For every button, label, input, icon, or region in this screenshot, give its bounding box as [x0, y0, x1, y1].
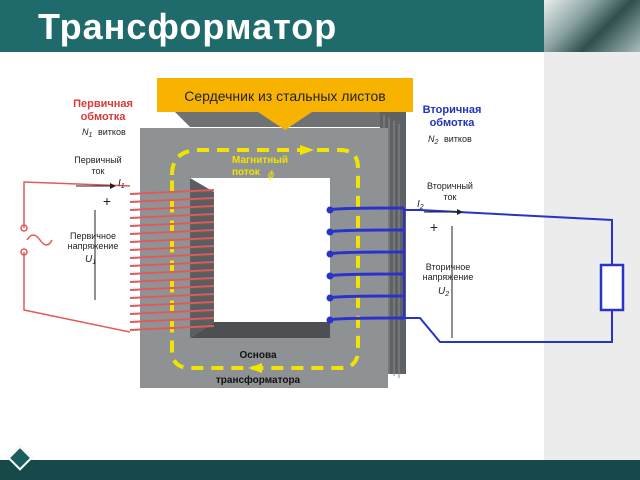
flux-arrow: [300, 145, 314, 155]
secondary-turns-word: витков: [444, 134, 472, 144]
core-callout-text: Сердечник из стальных листов: [184, 88, 386, 104]
secondary-voltage-label-1: Вторичное: [426, 262, 470, 272]
secondary-winding-label-1: Вторичная: [423, 104, 482, 116]
primary-coil: [129, 189, 215, 331]
secondary-turns-symbol: N2: [428, 134, 439, 146]
footer-bar: [0, 460, 640, 480]
primary-voltage-label-2: напряжение: [68, 241, 119, 251]
secondary-wires: [404, 209, 613, 343]
secondary-voltage-label-2: напряжение: [423, 272, 474, 282]
base-label-2: трансформатора: [216, 374, 301, 386]
secondary-current-symbol: I2: [417, 199, 424, 211]
primary-current-label-1: Первичный: [74, 155, 121, 165]
secondary-coil: [326, 206, 405, 324]
secondary-current-label-1: Вторичный: [427, 181, 473, 191]
primary-current-label-2: ток: [92, 166, 105, 176]
magnetic-flux-loop: [170, 148, 360, 370]
primary-wires: [20, 181, 131, 333]
secondary-voltage-symbol: U2: [438, 286, 449, 298]
load-resistor: [599, 263, 625, 312]
side-strip: [544, 52, 640, 460]
primary-turns-symbol: N1: [82, 127, 93, 139]
secondary-voltage-plus: +: [430, 219, 438, 235]
page-title: Трансформатор: [38, 6, 338, 47]
primary-turns-word: витков: [98, 127, 126, 137]
primary-voltage-label-1: Первичное: [70, 231, 116, 241]
flux-symbol: ϕ: [268, 169, 274, 181]
primary-current-symbol: I1: [118, 178, 125, 190]
primary-voltage-plus: +: [103, 193, 111, 209]
secondary-current-label-2: ток: [444, 192, 457, 202]
title-bar: Трансформатор: [0, 0, 640, 52]
primary-voltage-symbol: U1: [85, 254, 96, 266]
flux-label-2: поток: [232, 167, 261, 178]
core-callout: Сердечник из стальных листов: [157, 78, 413, 130]
secondary-winding-label-2: обмотка: [430, 117, 476, 129]
primary-winding-label-1: Первичная: [73, 98, 133, 110]
flux-arrow: [248, 363, 262, 373]
flux-label-1: Магнитный: [232, 155, 288, 166]
base-label-1: Основа: [239, 350, 277, 361]
header-decoration: [544, 0, 640, 52]
primary-winding-label-2: обмотка: [81, 111, 127, 123]
core-window: [190, 178, 330, 338]
transformer-core: [140, 128, 388, 388]
